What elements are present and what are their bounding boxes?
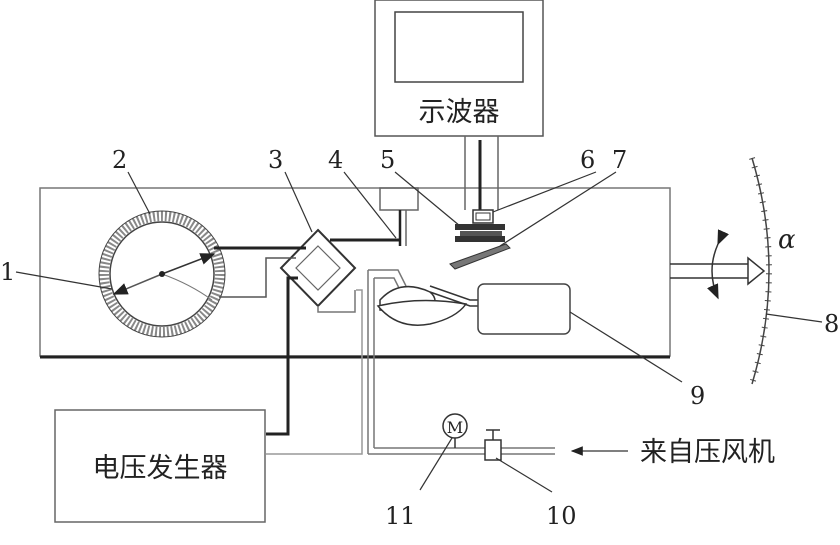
leader-lines (15, 171, 823, 493)
meter-11: M (442, 413, 468, 448)
oscilloscope-label: 示波器 (419, 97, 500, 128)
label-2: 2 (112, 146, 127, 174)
air-pipe (367, 269, 555, 455)
tank-9 (477, 283, 571, 335)
nozzle-bowl (376, 299, 468, 326)
meter-symbol: M (447, 418, 463, 437)
needle (161, 253, 216, 275)
label-3: 3 (268, 146, 283, 174)
blade-7 (449, 243, 511, 270)
dial-2 (98, 210, 226, 338)
voltage-generator-label: 电压发生器 (93, 453, 228, 484)
oscilloscope: 示波器 (374, 0, 544, 137)
wire-to-generator (266, 276, 298, 436)
oscilloscope-screen (394, 11, 524, 83)
label-6: 6 (580, 146, 595, 174)
label-alpha: α (778, 225, 796, 255)
valve-10 (484, 429, 502, 461)
label-5: 5 (380, 146, 395, 174)
arc-scale-8 (749, 157, 772, 385)
label-11: 11 (385, 502, 416, 530)
sensor-6 (472, 209, 494, 224)
label-4: 4 (328, 146, 343, 174)
compressor-label: 来自压风机 (640, 437, 775, 468)
label-10: 10 (546, 502, 577, 530)
wire-thin-down (266, 289, 363, 455)
label-1: 1 (0, 258, 15, 286)
bracket-4 (379, 187, 419, 246)
wire-dial-lower (219, 257, 296, 298)
voltage-generator: 电压发生器 (54, 409, 266, 523)
vane-link (429, 285, 478, 301)
plate-5 (455, 224, 505, 242)
wire-bridge-bottom (317, 290, 356, 313)
label-9: 9 (690, 382, 705, 410)
label-8: 8 (824, 310, 839, 338)
output-arrow (670, 229, 766, 300)
label-7: 7 (612, 146, 627, 174)
